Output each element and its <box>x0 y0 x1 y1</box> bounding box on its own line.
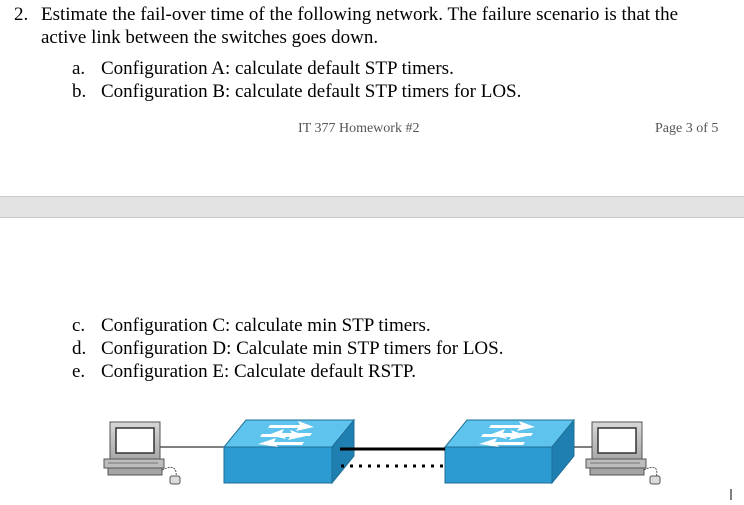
question-line-1: Estimate the fail-over time of the follo… <box>41 4 679 25</box>
item-text-c: Configuration C: calculate min STP timer… <box>101 315 431 336</box>
item-marker-c: c. <box>72 315 86 336</box>
item-marker-b: b. <box>72 81 87 102</box>
item-marker-a: a. <box>72 58 86 79</box>
switch-left-icon <box>222 418 356 485</box>
item-text-b: Configuration B: calculate default STP t… <box>101 81 522 102</box>
question-number: 2. <box>14 4 29 25</box>
item-text-e: Configuration E: Calculate default RSTP. <box>101 361 417 382</box>
item-marker-d: d. <box>72 338 87 359</box>
item-text-a: Configuration A: calculate default STP t… <box>101 58 454 79</box>
page-break-gap <box>0 196 744 218</box>
question-line-2: active link between the switches goes do… <box>41 27 379 48</box>
item-text-d: Configuration D: Calculate min STP timer… <box>101 338 504 359</box>
item-marker-e: e. <box>72 361 86 382</box>
footer-page-number: Page 3 of 5 <box>655 121 719 136</box>
footer-title: IT 377 Homework #2 <box>298 121 420 136</box>
switch-right-icon <box>443 418 576 485</box>
pc-left-icon <box>103 421 181 485</box>
pc-right-icon <box>585 421 661 485</box>
